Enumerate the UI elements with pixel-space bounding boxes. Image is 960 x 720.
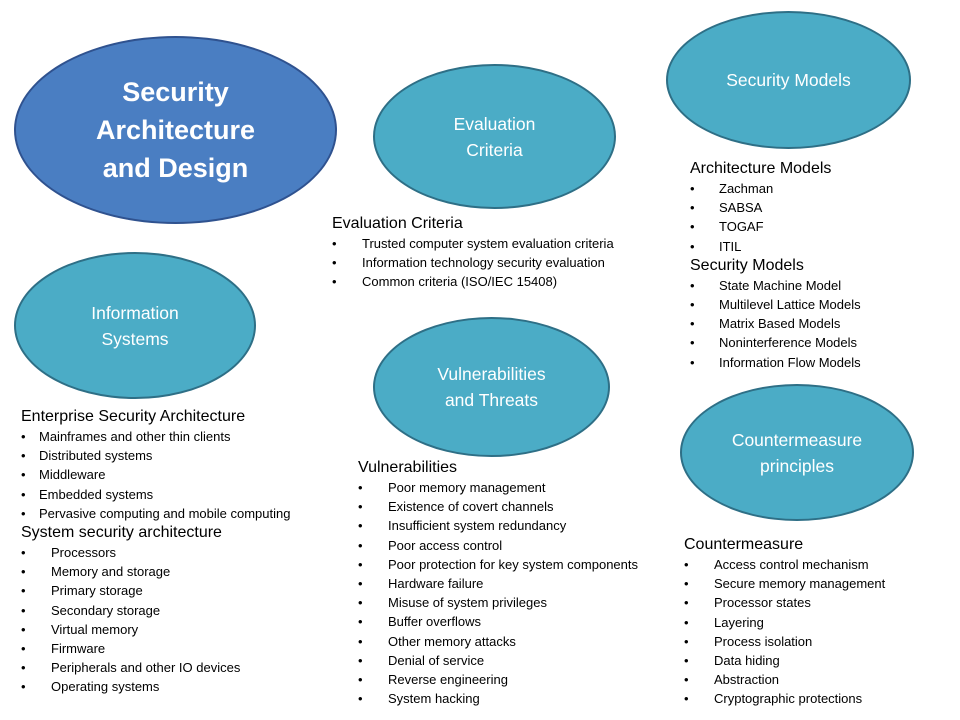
list-item: Buffer overflows — [358, 612, 481, 631]
list-item: Data hiding — [684, 651, 803, 670]
vulnerabilities-list: Poor memory management Existence of cove… — [358, 478, 638, 708]
security-models-heading: Security Models — [690, 256, 804, 274]
list-item: Processor states — [684, 593, 811, 612]
list-item: Information technology security evaluati… — [332, 253, 605, 272]
list-item: Other memory attacks — [358, 632, 516, 651]
evaluation-criteria-block: Evaluation Criteria Trusted computer sys… — [332, 214, 614, 292]
list-item: TOGAF — [690, 217, 831, 236]
enterprise-security-list: Mainframes and other thin clients Distri… — [21, 427, 290, 523]
architecture-models-list: Zachman SABSA TOGAF ITIL — [690, 179, 831, 256]
vulnerabilities-threats-ellipse: Vulnerabilities and Threats — [373, 317, 610, 457]
evaluation-criteria-ellipse: Evaluation Criteria — [373, 64, 616, 209]
list-item: Zachman — [690, 179, 831, 198]
list-item: Processors — [21, 543, 245, 562]
list-item: Pervasive computing and mobile computing — [21, 504, 290, 523]
security-models-list: State Machine Model Multilevel Lattice M… — [690, 276, 861, 372]
main-topic-label: Security Architecture and Design — [95, 77, 256, 183]
list-item: Virtual memory — [21, 620, 245, 639]
information-systems-label: Information Systems — [91, 302, 179, 349]
security-models-ellipse: Security Models — [666, 11, 911, 149]
list-item: Hardware failure — [358, 574, 483, 593]
list-item: Memory and storage — [21, 562, 245, 581]
list-item: SABSA — [690, 198, 831, 217]
list-item: Existence of covert channels — [358, 497, 553, 516]
list-item: Distributed systems — [21, 446, 245, 465]
list-item: Operating systems — [21, 677, 245, 696]
countermeasure-principles-label: Countermeasure principles — [731, 429, 863, 476]
evaluation-criteria-label: Evaluation Criteria — [453, 113, 536, 160]
vulnerabilities-threats-label: Vulnerabilities and Threats — [437, 364, 546, 410]
information-systems-block: Enterprise Security Architecture Mainfra… — [21, 407, 290, 697]
list-item: Insufficient system redundancy — [358, 516, 566, 535]
list-item: Multilevel Lattice Models — [690, 295, 861, 314]
list-item: Information Flow Models — [690, 353, 861, 372]
evaluation-criteria-list: Trusted computer system evaluation crite… — [332, 234, 614, 292]
list-item: Peripherals and other IO devices — [21, 658, 245, 677]
list-item: Primary storage — [21, 581, 245, 600]
countermeasure-list: Access control mechanism Secure memory m… — [684, 555, 885, 709]
evaluation-criteria-heading: Evaluation Criteria — [332, 215, 463, 232]
security-models-block: Architecture Models Zachman SABSA TOGAF … — [690, 159, 861, 372]
list-item: Trusted computer system evaluation crite… — [332, 234, 614, 253]
list-item: State Machine Model — [690, 276, 841, 295]
list-item: Poor memory management — [358, 478, 546, 497]
main-topic-ellipse: Security Architecture and Design — [14, 36, 337, 224]
list-item: Secure memory management — [684, 574, 885, 593]
list-item: Mainframes and other thin clients — [21, 427, 245, 446]
vulnerabilities-heading: Vulnerabilities — [358, 459, 458, 476]
system-security-list: Processors Memory and storage Primary st… — [21, 543, 245, 697]
countermeasure-heading: Countermeasure — [684, 536, 804, 553]
list-item: Reverse engineering — [358, 670, 508, 689]
information-systems-ellipse: Information Systems — [14, 252, 256, 399]
list-item: Misuse of system privileges — [358, 593, 547, 612]
list-item: Poor access control — [358, 536, 502, 555]
list-item: ITIL — [690, 237, 831, 256]
countermeasure-principles-ellipse: Countermeasure principles — [680, 384, 914, 521]
system-security-heading: System security architecture — [21, 523, 222, 541]
list-item: Common criteria (ISO/IEC 15408) — [332, 272, 557, 291]
list-item: Access control mechanism — [684, 555, 869, 574]
list-item: Matrix Based Models — [690, 314, 840, 333]
list-item: Embedded systems — [21, 485, 245, 504]
list-item: Firmware — [21, 639, 245, 658]
list-item: Cryptographic protections — [684, 689, 862, 708]
security-models-label: Security Models — [726, 70, 851, 90]
vulnerabilities-block: Vulnerabilities Poor memory management E… — [358, 458, 638, 708]
enterprise-security-heading: Enterprise Security Architecture — [21, 408, 246, 425]
list-item: Denial of service — [358, 651, 484, 670]
architecture-models-heading: Architecture Models — [690, 160, 832, 177]
list-item: Abstraction — [684, 670, 803, 689]
list-item: Middleware — [21, 465, 245, 484]
list-item: Layering — [684, 613, 803, 632]
list-item: Poor protection for key system component… — [358, 555, 638, 574]
countermeasure-block: Countermeasure Access control mechanism … — [684, 535, 885, 709]
list-item: Process isolation — [684, 632, 812, 651]
list-item: Secondary storage — [21, 601, 245, 620]
list-item: System hacking — [358, 689, 480, 708]
list-item: Noninterference Models — [690, 333, 857, 352]
